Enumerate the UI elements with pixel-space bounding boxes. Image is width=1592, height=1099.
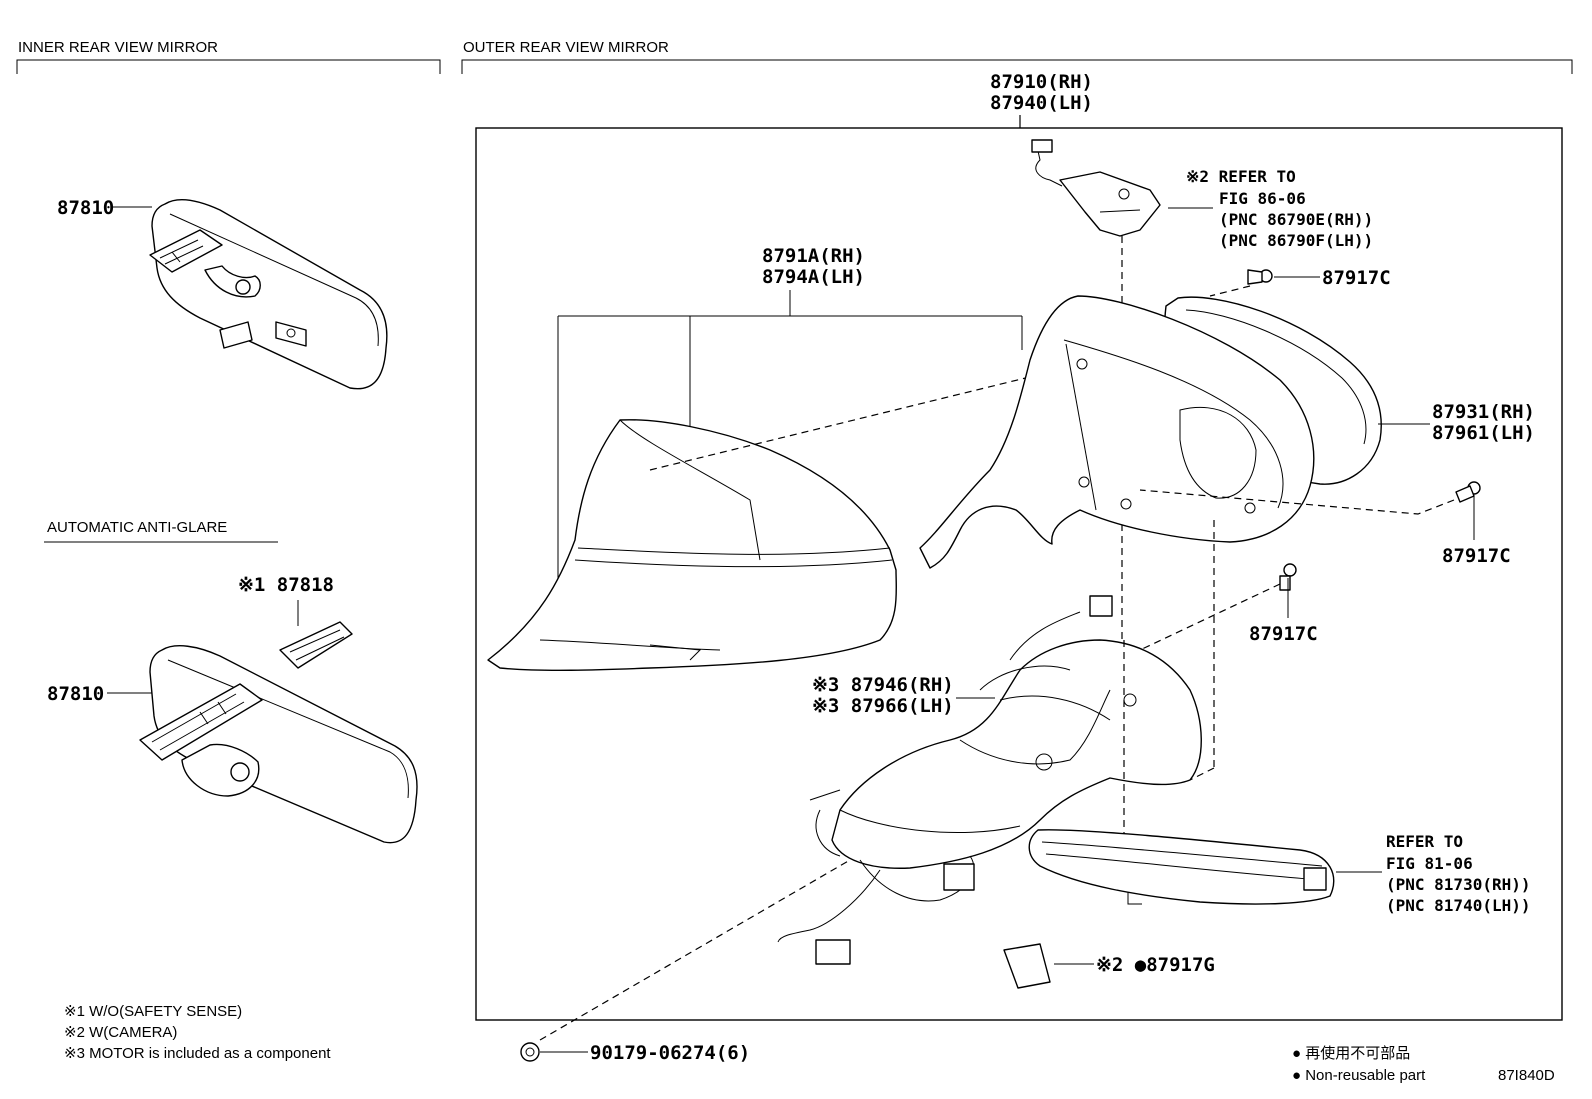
callout-90179: 90179-06274(6) [590,1042,750,1064]
callout-87810-top: 87810 [57,197,114,219]
screw-87917C-right [1455,481,1481,503]
callout-87966: ※3 87966(LH) [812,695,954,717]
callout-87810-auto: 87810 [47,683,104,705]
signal-refer-line-4: (PNC 81740(LH)) [1386,896,1531,915]
legend-en: ● Non-reusable part [1292,1067,1426,1084]
callout-87917C-mid: 87917C [1249,623,1318,645]
footnote-3: ※3 MOTOR is included as a component [64,1045,331,1062]
inner-mirror-auto-drawing [139,645,418,844]
camera-refer-line-2: FIG 86-06 [1219,189,1306,208]
screw-90179-line [539,859,851,1041]
inner-mirror-top-drawing [149,199,388,390]
camera-refer-line-1: ※2 REFER TO [1186,167,1296,186]
screw-top-line [1209,285,1251,297]
screw-right-line [1139,489,1455,515]
callout-8794A: 8794A(LH) [762,266,865,288]
callout-87961: 87961(LH) [1432,422,1535,444]
callout-87910: 87910(RH) [990,71,1093,93]
signal-refer-line-3: (PNC 81730(RH)) [1386,875,1531,894]
inner-mirror-housing [151,199,388,390]
callout-87917G: ※2 ●87917G [1096,954,1215,976]
outer-mirror-frame [475,127,1563,1021]
inner-mirror-auto-mount [139,683,263,761]
motor-screw-line [1189,767,1215,781]
inner-section-bracket [16,59,441,74]
mirror-frame-drawing [919,295,1315,569]
legend-jp: ● 再使用不可部品 [1292,1045,1410,1062]
inner-mirror-mount [149,229,223,273]
figure-code: 87I840D [1498,1067,1555,1084]
callout-87818: ※1 87818 [238,574,334,596]
turn-signal-lamp-drawing [1028,829,1335,905]
pad-87917G [1003,943,1051,989]
callout-87917C-right: 87917C [1442,545,1511,567]
cover-assembly-line [649,371,1051,471]
camera-body [1059,171,1161,237]
screw-mid-line [1139,583,1281,651]
mirror-cover-shell [487,419,897,671]
rain-sensor-cover-87818 [279,621,353,669]
leader-8791A [557,290,1023,600]
camera-refer-line-4: (PNC 86790F(LH)) [1219,231,1373,250]
callout-87940: 87940(LH) [990,92,1093,114]
inner-mirror-tab [219,321,253,349]
footnote-1: ※1 W/O(SAFETY SENSE) [64,1003,242,1020]
screw-90179 [520,1042,540,1062]
mirror-frame [919,295,1315,569]
camera-refer-line-3: (PNC 86790E(RH)) [1219,210,1373,229]
footnote-2: ※2 W(CAMERA) [64,1024,177,1041]
inner-mirror-sensor [275,321,307,347]
signal-refer-line-1: REFER TO [1386,832,1463,851]
auto-anti-glare-title: AUTOMATIC ANTI-GLARE [47,519,227,536]
inner-mirror-auto-stem [181,743,260,797]
outer-mirror-section-title: OUTER REAR VIEW MIRROR [463,39,669,56]
inner-mirror-section-title: INNER REAR VIEW MIRROR [18,39,218,56]
side-camera-drawing [1031,139,1161,237]
mirror-cover-drawing [487,419,897,671]
outer-section-bracket [461,59,1573,74]
inner-mirror-auto-housing [149,645,418,844]
callout-87931: 87931(RH) [1432,401,1535,423]
signal-refer-line-2: FIG 81-06 [1386,854,1473,873]
mirror-base-motor-drawing [777,595,1202,965]
callout-8791A: 8791A(RH) [762,245,865,267]
callout-87917C-top: 87917C [1322,267,1391,289]
screw-87917C-top [1247,269,1273,285]
callout-87946: ※3 87946(RH) [812,674,954,696]
